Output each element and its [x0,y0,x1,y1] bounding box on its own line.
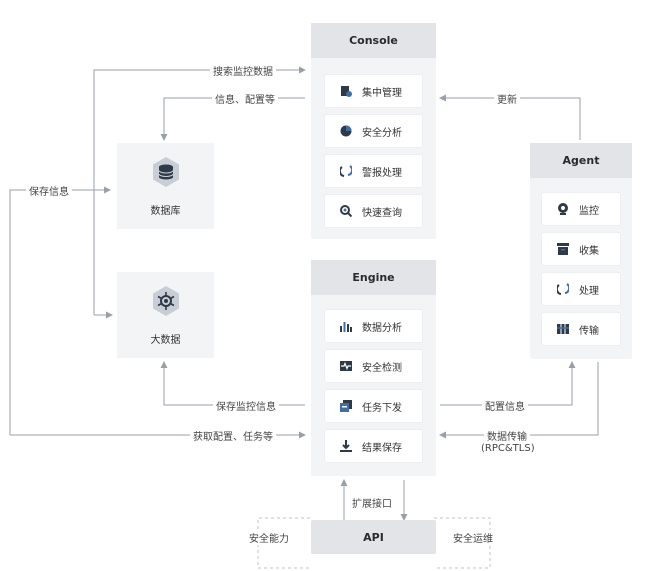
management-icon [339,84,353,98]
agent-item-transfer[interactable]: 传输 [542,313,620,345]
flow-label-data-transfer: 数据传输 [484,428,530,443]
console-item-label: 集中管理 [362,87,402,99]
console-item-label: 安全分析 [362,127,402,139]
bigdata-store: 大数据 [117,272,214,358]
download-icon [339,439,353,453]
console-item-management[interactable]: 集中管理 [325,75,422,107]
bar-chart-icon [339,319,353,333]
agent-item-label: 监控 [579,205,599,217]
bigdata-label: 大数据 [150,335,181,346]
monitor-icon [556,202,570,216]
engine-item-security-detection[interactable]: 安全检测 [325,350,422,382]
engine-item-label: 结果保存 [362,442,402,454]
database-icon [150,156,182,192]
flow-label-save-info: 保存信息 [26,183,72,198]
api-left-label: 安全能力 [246,530,292,545]
flow-label-search: 搜索监控数据 [210,63,276,78]
agent-item-label: 处理 [579,285,599,297]
engine-title: Engine [311,260,436,295]
console-item-security-analysis[interactable]: 安全分析 [325,115,422,147]
alert-handling-icon [339,164,353,178]
collect-icon [556,242,570,256]
api-right-label: 安全运维 [450,530,496,545]
task-dispatch-icon [339,399,353,413]
bigdata-icon [150,285,182,321]
engine-item-task-dispatch[interactable]: 任务下发 [325,390,422,422]
agent-item-collect[interactable]: 收集 [542,233,620,265]
database-store: 数据库 [117,143,214,229]
flow-label-save-monitor: 保存监控信息 [213,398,279,413]
api-interface-label: 扩展接口 [349,495,395,510]
agent-item-label: 传输 [579,325,599,337]
engine-item-label: 安全检测 [362,362,402,374]
api-panel: API [311,520,436,554]
engine-item-result-save[interactable]: 结果保存 [325,430,422,462]
agent-item-monitor[interactable]: 监控 [542,193,620,225]
console-title: Console [311,23,436,58]
engine-item-label: 数据分析 [362,322,402,334]
agent-item-process[interactable]: 处理 [542,273,620,305]
transfer-icon [556,322,570,336]
detection-icon [339,359,353,373]
agent-item-label: 收集 [579,245,599,257]
flow-label-update: 更新 [494,91,520,106]
flow-label-config-info: 配置信息 [482,398,528,413]
search-icon [339,204,353,218]
console-panel: Console 集中管理 安全分析 警报处理 快速查询 [311,23,436,239]
engine-panel: Engine 数据分析 安全检测 任务下发 结果保存 [311,260,436,476]
console-item-quick-query[interactable]: 快速查询 [325,195,422,227]
console-item-label: 警报处理 [362,167,402,179]
pie-chart-icon [339,124,353,138]
engine-item-label: 任务下发 [362,402,402,414]
api-title: API [363,530,384,544]
console-item-label: 快速查询 [362,207,402,219]
flow-label-info-config: 信息、配置等 [212,91,278,106]
engine-item-data-analysis[interactable]: 数据分析 [325,310,422,342]
flow-label-get-config: 获取配置、任务等 [190,428,276,443]
flow-label-data-transfer-sub: (RPC&TLS) [478,443,538,454]
database-label: 数据库 [150,206,181,217]
process-icon [556,282,570,296]
console-item-alert-handling[interactable]: 警报处理 [325,155,422,187]
agent-panel: Agent 监控 收集 处理 传输 [530,143,632,359]
agent-title: Agent [530,143,632,178]
